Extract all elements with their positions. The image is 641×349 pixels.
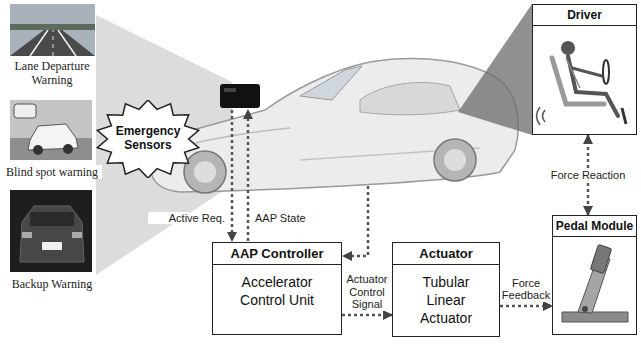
- car-illustration: [220, 84, 260, 108]
- blind-spot-photo: [14, 104, 36, 118]
- lane-departure-photo: [10, 4, 95, 56]
- backup-photo: [42, 242, 62, 250]
- driver-figure: [552, 58, 604, 104]
- driver-fan: [458, 4, 532, 135]
- driver-panel: Driver: [532, 4, 637, 135]
- signal-arrows: [343, 186, 368, 256]
- signal-label: AAP State: [253, 212, 323, 224]
- edge-label: Force Feedback: [501, 277, 551, 302]
- car-illustration: [300, 66, 362, 100]
- pedal-module-panel: Pedal Module: [552, 215, 637, 335]
- car-illustration: [444, 149, 466, 171]
- edge-label: Force Reaction: [548, 168, 629, 183]
- backup-photo: [20, 206, 84, 262]
- backup-photo: [72, 232, 82, 238]
- photo-caption: Blind spot warning: [2, 165, 102, 179]
- box-title: Actuator: [393, 243, 499, 265]
- photo-caption: Backup Warning: [2, 277, 102, 291]
- lane-departure-photo: [10, 4, 95, 56]
- pedal-figure: [590, 244, 611, 273]
- box-title: Driver: [533, 5, 636, 26]
- lane-departure-photo: [10, 30, 95, 56]
- car-illustration: [434, 139, 476, 181]
- lane-departure-photo: [53, 30, 54, 56]
- burst-outline: [97, 100, 198, 178]
- driver-figure: [576, 92, 618, 116]
- car-illustration: [150, 59, 518, 192]
- lane-departure-photo: [10, 24, 95, 30]
- car-illustration: [194, 161, 216, 183]
- driver-figure: [537, 41, 627, 125]
- photo-caption: Lane Departure Warning: [8, 59, 96, 88]
- pedal-figure: [562, 312, 628, 322]
- emergency-burst: Emergency Sensors: [96, 100, 200, 178]
- driver-fan: [458, 4, 532, 135]
- backup-photo: [10, 190, 92, 272]
- driver-figure: [568, 56, 576, 92]
- driver-figure: [622, 108, 626, 124]
- car-illustration: [184, 151, 226, 193]
- signal-arrows: [247, 110, 250, 241]
- blind-spot-photo: [10, 100, 92, 160]
- driver-figure: [603, 60, 609, 84]
- car-illustration: [360, 82, 460, 114]
- box-body: Accelerator Control Unit: [213, 265, 341, 317]
- signal-label: Active Req.: [148, 212, 227, 224]
- signal-arrows: [231, 110, 234, 241]
- backup-photo: [22, 232, 32, 238]
- backup-photo: [10, 190, 92, 272]
- signal-arrows: [232, 110, 368, 256]
- process-box: AAP ControllerAccelerator Control Unit: [212, 242, 342, 335]
- blind-spot-photo: [63, 144, 73, 154]
- driver-figure: [537, 107, 541, 125]
- box-title: Pedal Module: [553, 216, 636, 237]
- driver-figure: [572, 68, 602, 76]
- car-illustration: [150, 59, 518, 193]
- driver-figure: [566, 58, 580, 88]
- burst-text: Emergency Sensors: [108, 125, 188, 153]
- car-illustration: [224, 88, 236, 92]
- driver-figure: [543, 110, 546, 122]
- box-body: Tubular Linear Actuator: [393, 265, 499, 336]
- pedal-figure: [582, 306, 588, 312]
- process-box: ActuatorTubular Linear Actuator: [392, 242, 500, 337]
- pedal-figure: [562, 244, 628, 322]
- lane-departure-photo: [58, 30, 76, 56]
- lane-departure-photo: [30, 30, 48, 56]
- blind-spot-photo: [10, 100, 92, 160]
- backup-photo: [30, 212, 74, 226]
- edge-label: Actuator Control Signal: [343, 273, 391, 311]
- dotted-connector: [500, 305, 552, 308]
- dotted-connector: [342, 314, 392, 317]
- box-title: AAP Controller: [213, 243, 341, 265]
- blind-spot-photo: [33, 145, 43, 155]
- driver-figure: [561, 41, 575, 55]
